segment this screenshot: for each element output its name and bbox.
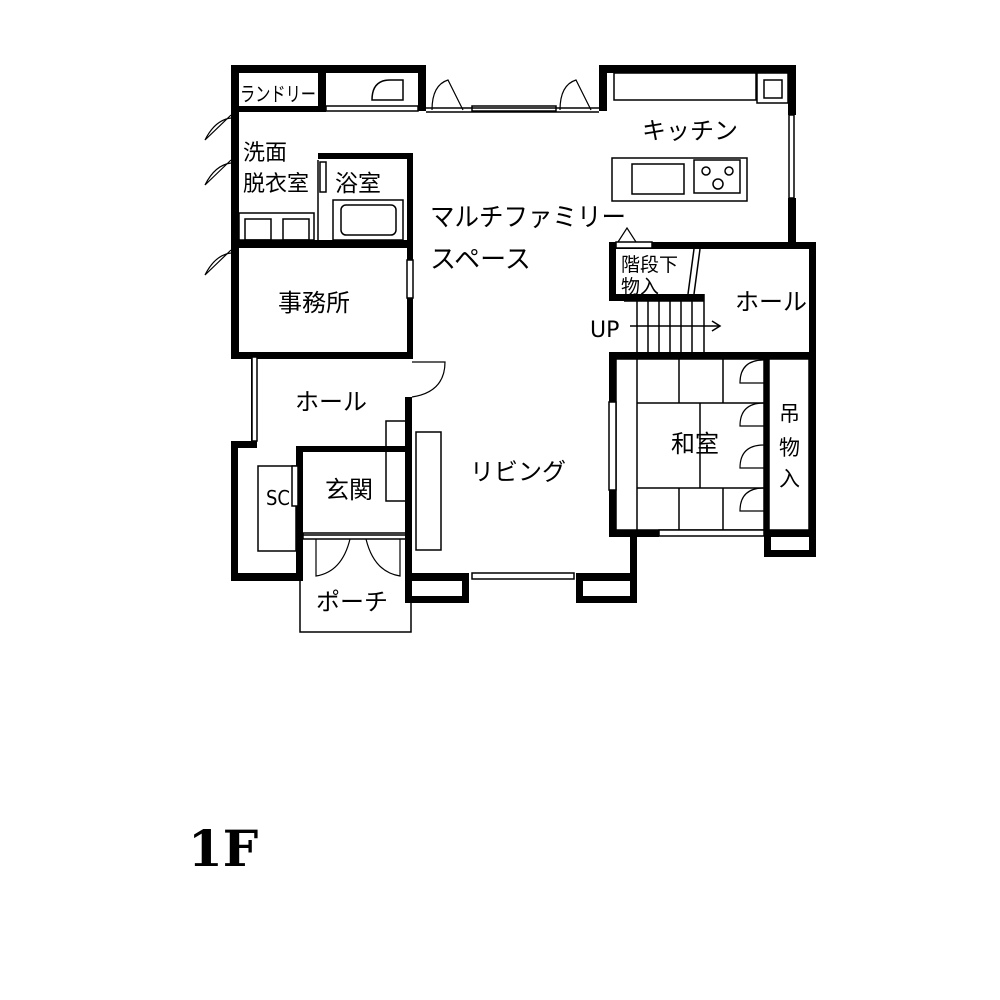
room-label-under-stair-line2: 物入 <box>621 276 659 298</box>
room-label-multi-line2: スペース <box>430 245 531 275</box>
stairs-up-label: UP <box>590 318 619 343</box>
room-label-multi-line1: マルチファミリー <box>430 203 626 233</box>
room-label-bath: 浴室 <box>335 171 381 197</box>
room-label-washroom-line2: 脱衣室 <box>243 172 309 197</box>
room-label-sc: SC <box>266 486 290 510</box>
room-labels: ランドリー 洗面 脱衣室 浴室 事務所 マルチファミリー スペース キッチン 階… <box>240 82 807 616</box>
fixtures <box>238 72 810 633</box>
room-label-living: リビング <box>470 458 566 486</box>
room-label-hanging-storage-2: 物 <box>779 436 800 460</box>
doors <box>204 79 637 577</box>
floor-label: 1F <box>188 819 258 878</box>
room-label-washroom-line1: 洗面 <box>243 141 287 166</box>
walls <box>231 65 816 603</box>
room-label-office: 事務所 <box>278 289 350 317</box>
room-label-hall-upper: ホール <box>735 288 807 316</box>
room-label-porch: ポーチ <box>316 588 388 616</box>
room-label-hanging-storage-1: 吊 <box>779 402 800 426</box>
room-label-entrance: 玄関 <box>325 476 373 504</box>
staircase <box>615 241 722 352</box>
room-label-kitchen: キッチン <box>642 117 738 145</box>
room-label-laundry: ランドリー <box>240 82 316 106</box>
room-label-washitsu: 和室 <box>671 430 719 458</box>
room-label-hall-lower: ホール <box>295 388 367 416</box>
room-label-under-stair-line1: 階段下 <box>621 254 678 276</box>
room-label-hanging-storage-3: 入 <box>779 467 800 491</box>
